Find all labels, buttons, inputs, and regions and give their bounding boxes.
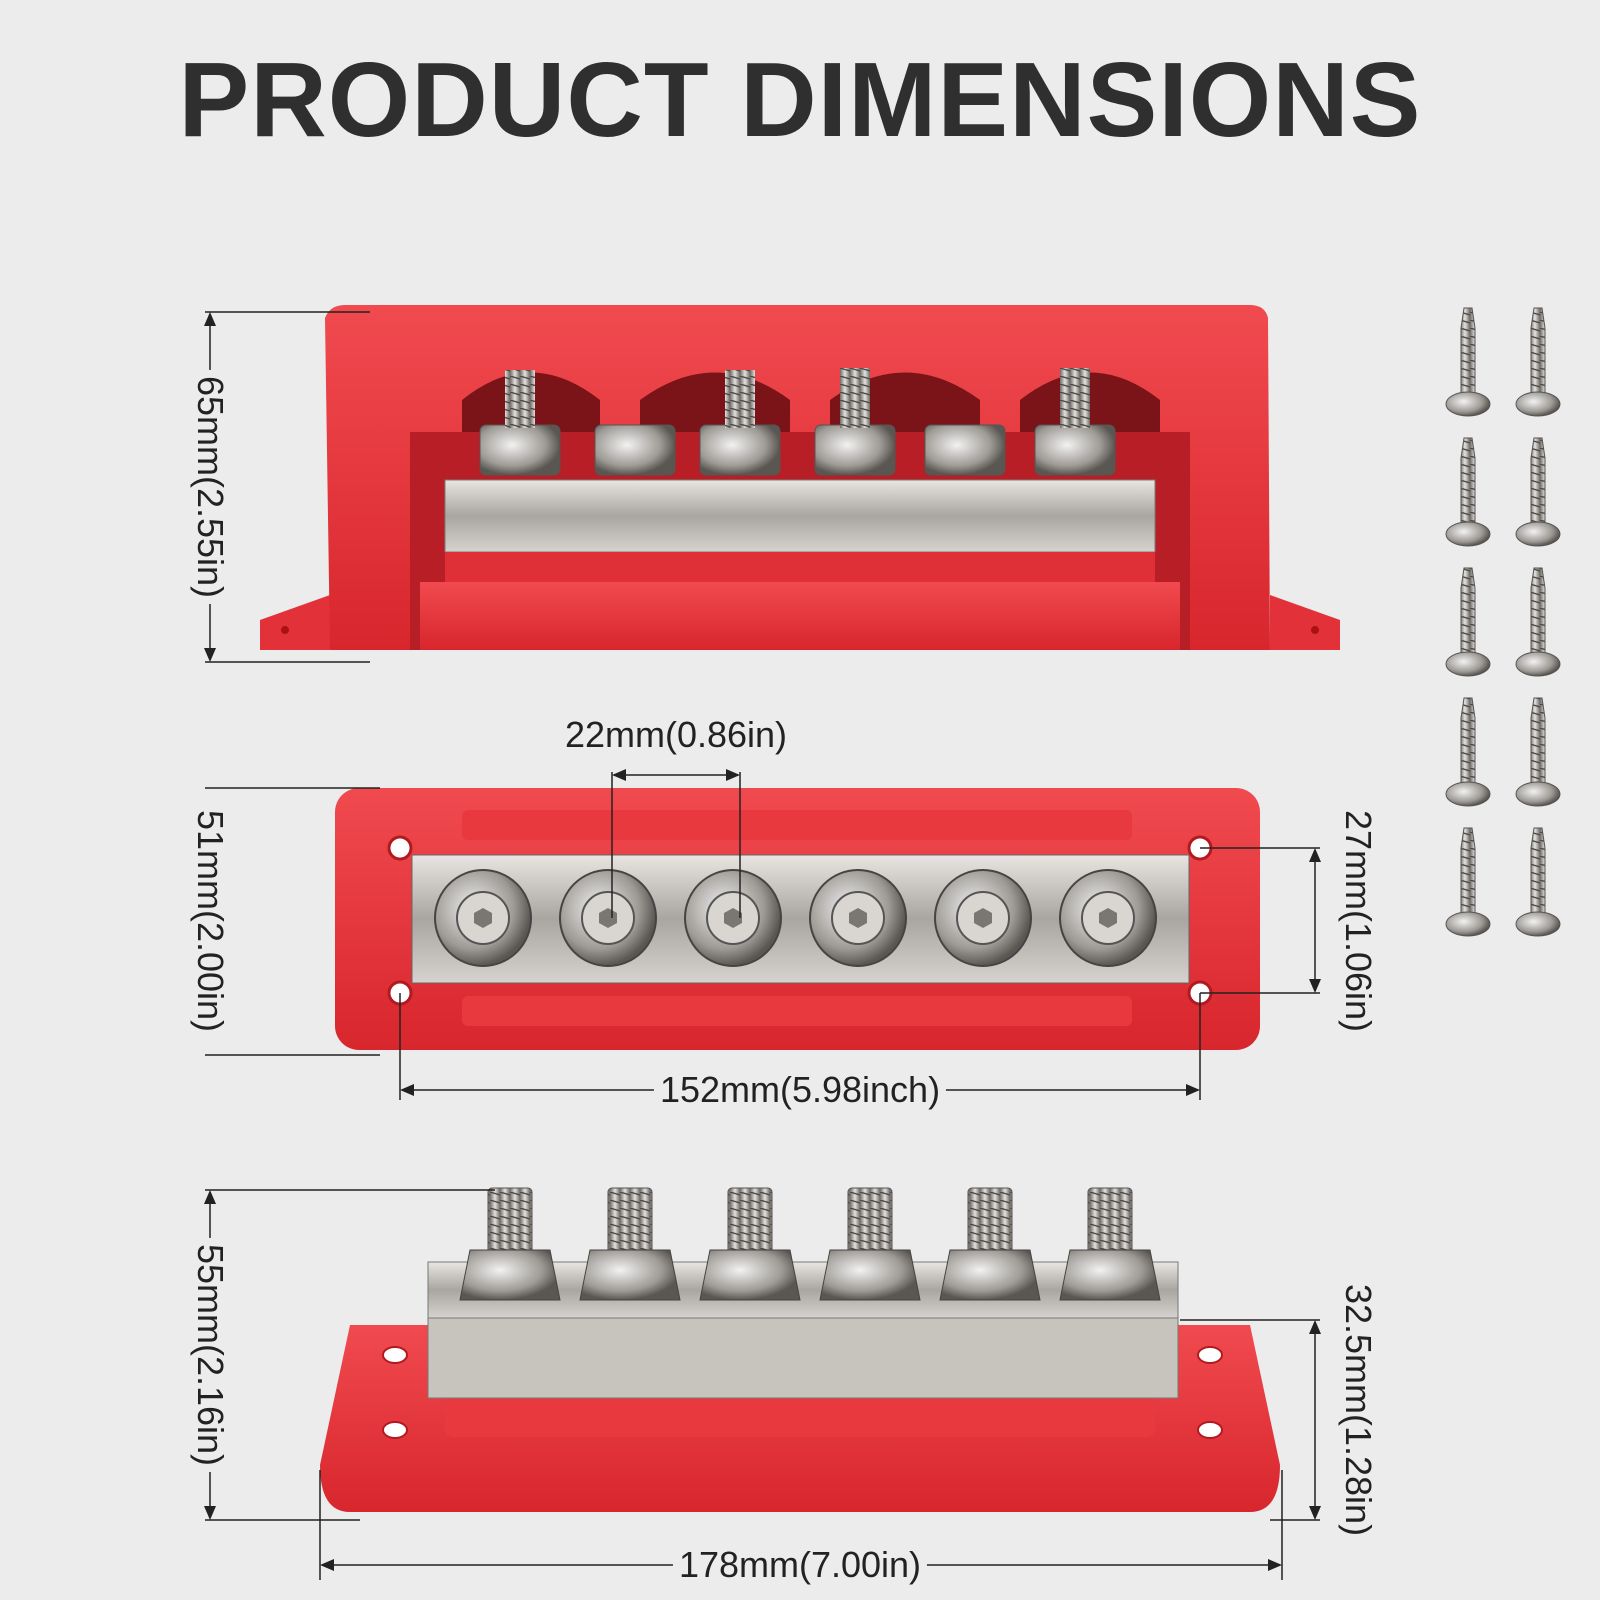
screw-icon [1515,437,1561,547]
screw-icon [1445,437,1491,547]
total-length-label: 178mm(7.00in) [672,1545,928,1585]
side-height-label: 55mm(2.16in) [190,1237,231,1473]
hole-spacing-vertical-label: 27mm(1.06in) [1338,803,1379,1039]
screws-group [1445,307,1561,937]
screw-icon [1445,567,1491,677]
screw-icon [1515,827,1561,937]
stud-spacing-label: 22mm(0.86in) [558,715,794,755]
screw-icon [1445,697,1491,807]
screw-icon [1445,827,1491,937]
screw-icon [1515,697,1561,807]
top-view [205,769,1321,1100]
screw-icon [1515,567,1561,677]
side-view [204,1187,1321,1580]
page-title: PRODUCT DIMENSIONS [178,41,1422,159]
screw-icon [1445,307,1491,417]
cover-height-label: 65mm(2.55in) [190,369,231,605]
screw-icon [1515,307,1561,417]
base-width-label: 51mm(2.00in) [190,803,231,1039]
hole-spacing-horizontal-label: 152mm(5.98inch) [653,1070,947,1110]
front-cover-view [204,305,1340,663]
bar-height-label: 32.5mm(1.28in) [1338,1277,1379,1543]
